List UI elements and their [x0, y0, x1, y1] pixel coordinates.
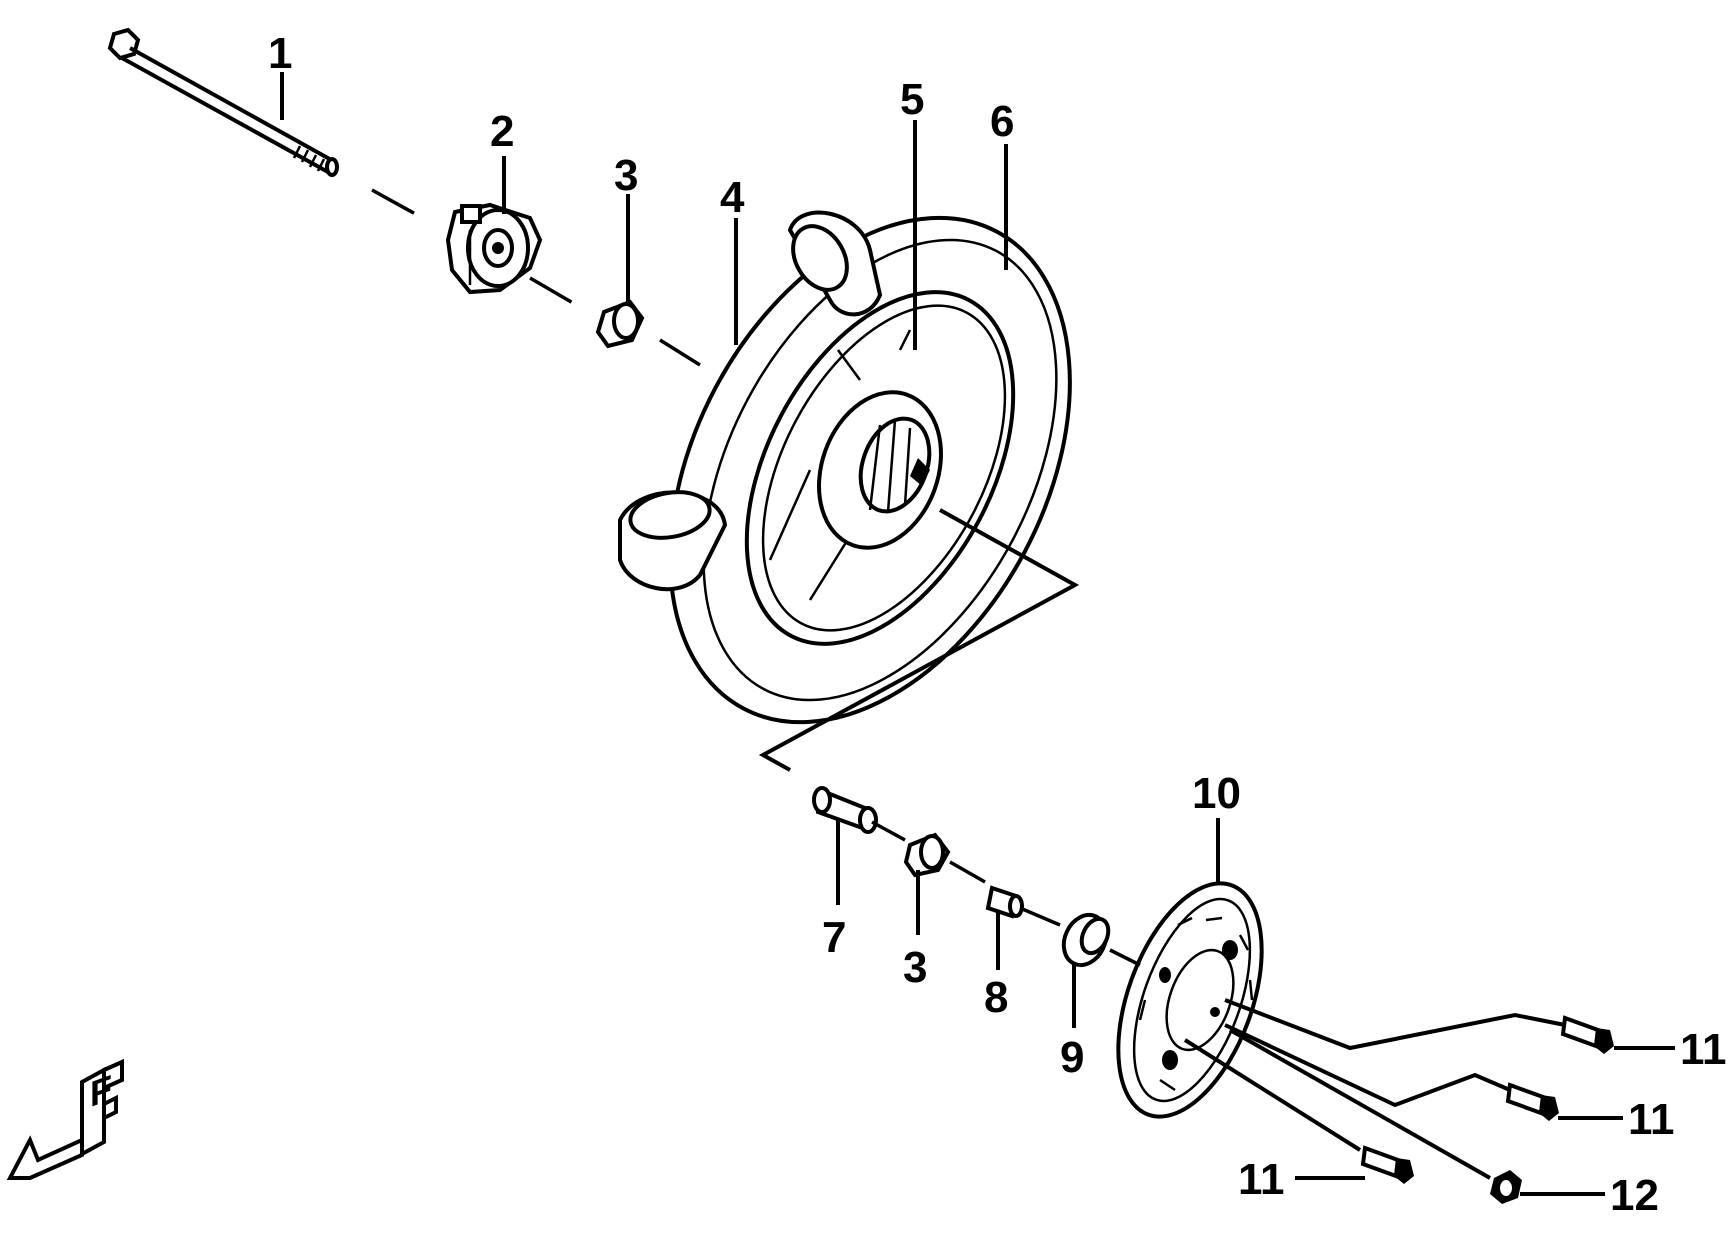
- front-letter: F: [90, 1066, 112, 1115]
- callout-10: 10: [1192, 769, 1241, 818]
- callout-1: 1: [268, 29, 292, 78]
- front-direction-arrow-icon: F: [6, 1058, 124, 1180]
- callout-2: 2: [490, 107, 514, 156]
- speedometer-gearbox: [445, 202, 543, 295]
- disc-bolt-1: [1560, 1015, 1614, 1054]
- front-wheel: [618, 210, 1072, 725]
- disc-nut-leader: [1229, 1028, 1491, 1180]
- axle-bolt: [107, 27, 339, 177]
- callout-3b: 3: [903, 943, 927, 992]
- disc-bolt-3: [1360, 1145, 1414, 1184]
- disc-bolt-leader-3: [1183, 1038, 1362, 1152]
- callout-11c: 11: [1238, 1155, 1285, 1204]
- disc-bolt-leader-2: [1224, 1023, 1511, 1108]
- axle-centerline-upper: [371, 188, 701, 367]
- bearing-lower: [903, 832, 951, 878]
- spacer: [985, 885, 1024, 919]
- distance-collar: [812, 786, 878, 834]
- callout-5: 5: [900, 75, 924, 124]
- axle-centerline-zigzag: [758, 508, 1080, 772]
- bearing-upper: [595, 299, 645, 349]
- brake-disc: [1116, 881, 1264, 1119]
- disc-bolt-leader-1: [1224, 998, 1566, 1051]
- disc-bolt-2: [1505, 1082, 1559, 1121]
- callout-12: 12: [1610, 1171, 1659, 1220]
- callout-7: 7: [822, 913, 846, 962]
- axle-centerline-lower: [871, 820, 1141, 967]
- callout-6: 6: [990, 97, 1014, 146]
- callout-4: 4: [720, 173, 745, 222]
- disc-nut: [1490, 1170, 1522, 1204]
- callout-9: 9: [1060, 1033, 1084, 1082]
- oil-seal: [1061, 912, 1111, 968]
- callout-11b: 11: [1628, 1095, 1675, 1144]
- callout-8: 8: [984, 973, 1008, 1022]
- callout-11a: 11: [1680, 1025, 1727, 1074]
- callout-3a: 3: [614, 151, 638, 200]
